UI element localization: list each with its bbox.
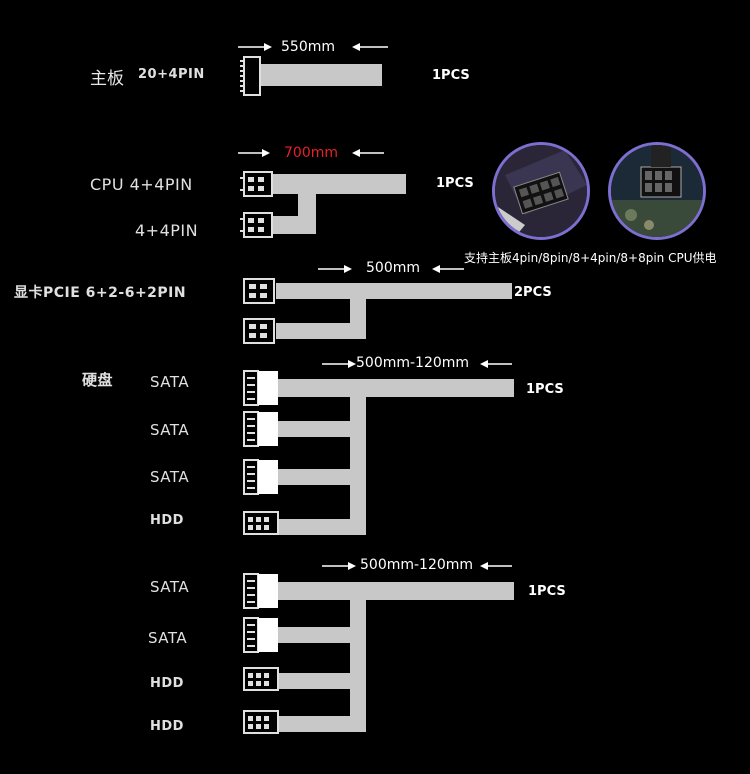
motherboard-cable-sleeve bbox=[258, 64, 382, 86]
motherboard-cable bbox=[238, 43, 388, 96]
drive1-label-3: SATA bbox=[150, 468, 190, 486]
drive2-label-3: HDD bbox=[150, 676, 184, 691]
drive2-label-4: HDD bbox=[150, 719, 184, 734]
motherboard-length: 550mm bbox=[281, 39, 335, 55]
drive2-label-1: SATA bbox=[150, 578, 190, 596]
arrow-left-icon bbox=[352, 43, 388, 51]
gpu-category: 显卡PCIE 6+2-6+2PIN bbox=[14, 282, 186, 302]
arrow-right-icon bbox=[322, 360, 356, 368]
cpu-connector-photo-8pin bbox=[492, 142, 590, 240]
gpu-category-text: 显卡 bbox=[14, 285, 43, 301]
cpu-length: 700mm bbox=[284, 145, 338, 161]
atx-24pin-connector-icon bbox=[240, 56, 261, 96]
arrow-left-icon bbox=[480, 360, 512, 368]
cpu-socket-photo bbox=[608, 142, 706, 240]
gpu-connector-label: PCIE 6+2-6+2PIN bbox=[43, 285, 187, 301]
gpu-cable bbox=[243, 265, 512, 344]
cpu-support-caption: 支持主板4pin/8pin/8+4pin/8+8pin CPU供电 bbox=[464, 251, 717, 265]
cpu-qty: 1PCS bbox=[436, 176, 474, 191]
sata-connector-icon bbox=[243, 370, 278, 406]
drive2-qty: 1PCS bbox=[528, 584, 566, 599]
sata-connector-icon bbox=[243, 411, 278, 447]
sata-connector-icon bbox=[243, 617, 278, 653]
arrow-left-icon bbox=[480, 562, 512, 570]
drive-cable-1 bbox=[243, 360, 514, 535]
drive2-label-2: SATA bbox=[148, 629, 188, 647]
molex-connector-icon bbox=[243, 710, 279, 734]
drive1-label-2: SATA bbox=[150, 421, 190, 439]
drive1-length: 500mm-120mm bbox=[356, 355, 470, 371]
sata-connector-icon bbox=[243, 459, 278, 495]
drive-cable-2 bbox=[243, 562, 514, 734]
arrow-left-icon bbox=[432, 265, 464, 273]
drive1-qty: 1PCS bbox=[526, 382, 564, 397]
cpu-connector-label-2: 4+4PIN bbox=[135, 221, 199, 240]
arrow-right-icon bbox=[238, 43, 272, 51]
cpu-connector-label-1: CPU 4+4PIN bbox=[90, 175, 193, 194]
pcie-8pin-connector-icon bbox=[243, 318, 275, 344]
sata-connector-icon bbox=[243, 573, 278, 609]
pcie-8pin-connector-icon bbox=[243, 278, 275, 304]
drive1-label-4: HDD bbox=[150, 513, 184, 528]
arrow-left-icon bbox=[352, 149, 384, 157]
eps-8pin-connector-icon bbox=[240, 212, 273, 238]
cpu-cable bbox=[238, 149, 406, 238]
gpu-length: 500mm bbox=[366, 260, 420, 276]
molex-connector-icon bbox=[243, 511, 279, 535]
drive-category: 硬盘 bbox=[82, 371, 114, 389]
arrow-right-icon bbox=[322, 562, 356, 570]
drive1-label-1: SATA bbox=[150, 373, 190, 391]
arrow-right-icon bbox=[238, 149, 270, 157]
motherboard-qty: 1PCS bbox=[432, 68, 470, 83]
eps-8pin-connector-icon bbox=[240, 171, 273, 197]
drive2-length: 500mm-120mm bbox=[360, 557, 474, 573]
arrow-right-icon bbox=[318, 265, 352, 273]
gpu-qty: 2PCS bbox=[514, 285, 552, 300]
motherboard-category: 主板 bbox=[90, 69, 124, 89]
molex-connector-icon bbox=[243, 667, 279, 691]
motherboard-connector-label: 20+4PIN bbox=[138, 67, 205, 82]
